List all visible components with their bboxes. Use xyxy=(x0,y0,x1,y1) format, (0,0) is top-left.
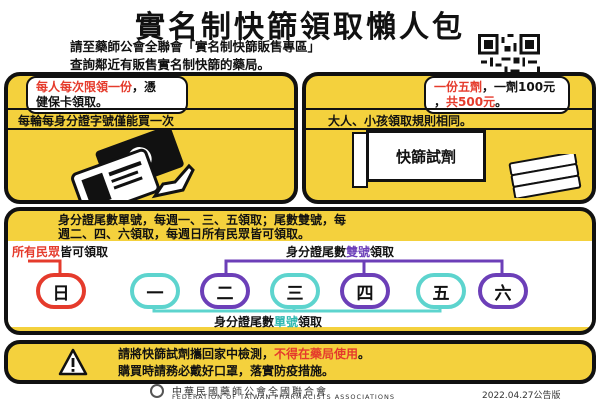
even-number-label: 身分證尾數雙號領取 xyxy=(286,243,394,260)
warning-line-1-end: 。 xyxy=(358,347,371,361)
price-text: ，一劑100元 xyxy=(482,80,556,94)
day-friday: 五 xyxy=(416,273,466,309)
footer-org-chinese: 中華民國藥師公會全國聯合會 xyxy=(172,387,328,398)
price-highlight: 一份五劑 xyxy=(434,80,483,94)
even-word: 雙號 xyxy=(346,245,371,259)
all-people-highlight: 所有民眾 xyxy=(12,245,61,259)
day-sunday: 日 xyxy=(36,273,86,309)
warning-text: 請將快篩試劑攜回家中檢測，不得在藥局使用。 購買時請務必戴好口罩，落實防疫措施。 xyxy=(118,346,370,380)
right-card-subtitle: 大人、小孩領取規則相同。 xyxy=(328,114,473,128)
odd-word: 單號 xyxy=(274,315,299,329)
limit-ribbon: 每人每次限領一份，憑 健保卡領取。 xyxy=(26,76,188,114)
intro-line-2: 查詢鄰近有販售實名制快篩的藥局。 xyxy=(70,57,271,72)
odd-prefix: 身分證尾數 xyxy=(214,315,275,329)
per-person-limit-card: 每人每次限領一份，憑 健保卡領取。 每輪每身分證字號僅能買一次 xyxy=(4,72,298,204)
health-card-icon xyxy=(71,130,195,200)
all-people-label: 所有民眾皆可領取 xyxy=(12,243,108,260)
warning-card: 請將快篩試劑攜回家中檢測，不得在藥局使用。 購買時請務必戴好口罩，落實防疫措施。 xyxy=(4,340,596,384)
day-monday: 一 xyxy=(130,273,180,309)
price-comma: ， xyxy=(434,95,447,109)
day-tuesday: 二 xyxy=(200,273,250,309)
day-wednesday: 三 xyxy=(270,273,320,309)
day-saturday: 六 xyxy=(478,273,528,309)
price-period: 。 xyxy=(495,95,508,109)
pickup-schedule-card: 身分證尾數單號，每週一、三、五領取；尾數雙號，每 週二、四、六領取，每週日所有民… xyxy=(4,207,596,335)
test-kit-box: 快篩試劑 xyxy=(366,130,486,182)
price-card: 一份五劑，一劑100元 ，共500元。 大人、小孩領取規則相同。 快篩試劑 xyxy=(302,72,596,204)
warning-line-1: 請將快篩試劑攜回家中檢測， xyxy=(118,347,275,361)
warning-icon xyxy=(58,348,88,376)
limit-text-line2: 健保卡領取。 xyxy=(36,95,109,109)
even-suffix: 領取 xyxy=(370,245,395,259)
day-thursday: 四 xyxy=(340,273,390,309)
warning-highlight: 不得在藥局使用 xyxy=(274,347,359,361)
schedule-rule-line-1: 身分證尾數單號，每週一、三、五領取；尾數雙號，每 xyxy=(58,213,347,227)
even-prefix: 身分證尾數 xyxy=(286,245,347,259)
limit-text: ，憑 xyxy=(132,80,157,94)
warning-line-2: 購買時請務必戴好口罩，落實防疫措施。 xyxy=(118,364,335,378)
odd-suffix: 領取 xyxy=(298,315,323,329)
left-card-subtitle: 每輪每身分證字號僅能買一次 xyxy=(18,114,175,128)
test-strips-icon xyxy=(508,154,582,198)
odd-number-label: 身分證尾數單號領取 xyxy=(214,313,322,330)
page-title: 實名制快篩領取懶人包 xyxy=(135,10,465,45)
schedule-rule-text: 身分證尾數單號，每週一、三、五領取；尾數雙號，每 週二、四、六領取，每週日所有民… xyxy=(58,213,346,241)
price-total: 共500元 xyxy=(446,95,496,109)
price-ribbon: 一份五劑，一劑100元 ，共500元。 xyxy=(424,76,570,114)
schedule-rule-line-2: 週二、四、六領取，每週日所有民眾皆可領取。 xyxy=(58,227,311,241)
association-logo-icon xyxy=(150,384,164,398)
footer-org-english: FEDERATION OF TAIWAN PHARMACISTS ASSOCIA… xyxy=(172,393,395,401)
all-people-text: 皆可領取 xyxy=(60,245,109,259)
limit-highlight: 每人每次限領一份 xyxy=(36,80,133,94)
footer-date: 2022.04.27公告版 xyxy=(482,391,561,401)
intro-line-1: 請至藥師公會全聯會「實名制快篩販售專區」 xyxy=(70,39,321,54)
intro-text: 請至藥師公會全聯會「實名制快篩販售專區」 查詢鄰近有販售實名制快篩的藥局。 xyxy=(70,38,320,74)
